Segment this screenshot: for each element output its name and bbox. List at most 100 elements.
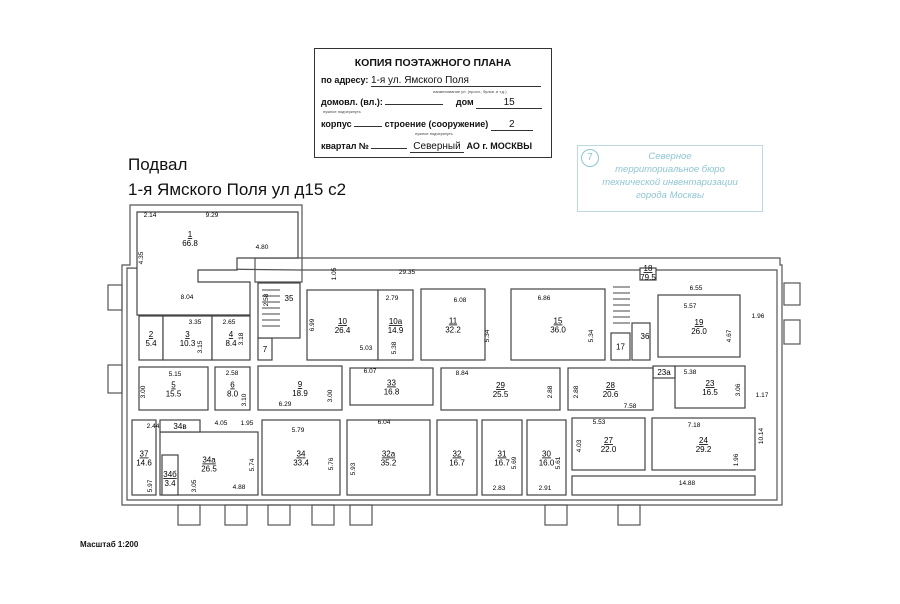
dimension-label: 3.35 [189, 319, 202, 326]
domovl-hint: нужное подчеркнуть [323, 109, 361, 114]
room-number: 6 [230, 381, 235, 390]
dimension-label: 3.00 [140, 385, 147, 398]
dimension-label: 2.83 [493, 485, 506, 492]
dimension-label: 2.88 [573, 385, 580, 398]
stamp-line: технической инвентаризации [602, 177, 738, 188]
room-area: 79.5 [640, 273, 656, 282]
room-number: 10 [338, 317, 347, 326]
room-18 [639, 267, 657, 281]
dimension-label: 6.07 [364, 368, 377, 375]
stamp-number: 7 [581, 149, 599, 167]
address-row: по адресу: 1-я ул. Ямского Поля [321, 75, 541, 87]
dimension-label: 6.04 [378, 419, 391, 426]
window-well [311, 504, 335, 526]
room-number: 36 [641, 332, 650, 341]
stamp-line: территориальное бюро [615, 164, 725, 175]
kvartal-row: квартал № Северный АО г. МОСКВЫ [321, 141, 532, 153]
dimension-label: 4.88 [233, 484, 246, 491]
room-34 [261, 419, 341, 496]
room-35 [257, 282, 301, 339]
room-number: 1 [188, 230, 193, 239]
dimension-label: 5.93 [350, 462, 357, 475]
dimension-label: 2.88 [547, 385, 554, 398]
address-label: по адресу: [321, 75, 369, 85]
plan-address: 1-я Ямского Поля ул д15 с2 [128, 180, 347, 199]
window-well [107, 364, 123, 394]
room-area: 16.5 [702, 388, 718, 397]
corridor [571, 475, 756, 496]
dimension-label: 4.35 [138, 251, 145, 264]
dimension-label: 4.03 [576, 439, 583, 452]
floor-title: Подвал [128, 155, 188, 174]
dimension-label: 2.91 [539, 485, 552, 492]
dimension-label: 2.14 [144, 212, 157, 219]
room-number: 11 [449, 317, 458, 326]
dimension-label: 4.05 [215, 420, 228, 427]
room-area: 35.2 [381, 459, 397, 468]
room-area: 10.3 [180, 339, 196, 348]
dimension-label: 5.79 [292, 427, 305, 434]
address-value: 1-я ул. Ямского Поля [370, 75, 541, 87]
dimension-label: 6.08 [454, 297, 467, 304]
dimension-label: 6.55 [690, 285, 703, 292]
room-number: 7 [263, 345, 268, 354]
dimension-label: 4.80 [256, 244, 269, 251]
room-area: 16.0 [539, 459, 555, 468]
room-number: 18 [644, 264, 653, 273]
room-area: 26.4 [335, 326, 351, 335]
dimension-label: 3.15 [197, 340, 204, 353]
room-number: 10а [389, 317, 403, 326]
room-area: 22.0 [601, 445, 617, 454]
room-number: 3 [185, 330, 190, 339]
room-area: 29.2 [696, 445, 712, 454]
dimension-label: 2.65 [223, 319, 236, 326]
room-number: 5 [171, 381, 176, 390]
dimension-label: 5.53 [593, 419, 606, 426]
room-area: 33.4 [293, 459, 309, 468]
room-1 [136, 211, 299, 316]
dimension-label: 3.00 [327, 389, 334, 402]
room-number: 19 [695, 318, 704, 327]
room-area: 5.4 [145, 339, 157, 348]
window-well [783, 282, 801, 306]
room-number: 15 [554, 317, 563, 326]
room-37 [131, 419, 157, 496]
room-area: 26.5 [201, 465, 217, 474]
dimension-label: 5.34 [588, 329, 595, 342]
room-number: 17 [616, 343, 625, 352]
room-10а [377, 289, 414, 361]
ao-value: Северный [410, 141, 464, 153]
kvartal-label: квартал № [321, 141, 369, 151]
dimension-label: 3.18 [238, 332, 245, 345]
room-19 [657, 294, 741, 358]
room-area: 15.5 [166, 390, 182, 399]
room-number: 34б [163, 470, 177, 479]
dimension-label: 2.79 [386, 295, 399, 302]
dimension-label: 9.29 [206, 212, 219, 219]
room-area: 16.8 [384, 388, 400, 397]
room-15 [510, 288, 606, 361]
room-number: 27 [604, 436, 613, 445]
dimension-label: 5.61 [555, 456, 562, 469]
dimension-label: 2.44 [147, 423, 160, 430]
room-23 [674, 365, 746, 409]
scale-label: Масштаб 1:200 [80, 540, 139, 549]
room-area: 20.6 [603, 390, 619, 399]
room-27 [571, 417, 646, 471]
room-area: 14.6 [136, 459, 152, 468]
room-area: 32.2 [445, 326, 461, 335]
room-area: 26.0 [691, 327, 707, 336]
room-number: 9 [298, 380, 303, 389]
room-area: 16.7 [494, 459, 510, 468]
dimension-label: 1.95 [241, 420, 254, 427]
room-number: 34а [202, 456, 216, 465]
room-32а [346, 419, 431, 496]
room-area: 66.8 [182, 239, 198, 248]
dimension-label: 5.69 [511, 456, 518, 469]
room-36 [631, 322, 651, 361]
dimension-label: 5.15 [169, 371, 182, 378]
bti-stamp: 7 Северное территориальное бюро техничес… [577, 145, 763, 212]
room-24 [651, 417, 756, 471]
dimension-label: 6.99 [309, 318, 316, 331]
